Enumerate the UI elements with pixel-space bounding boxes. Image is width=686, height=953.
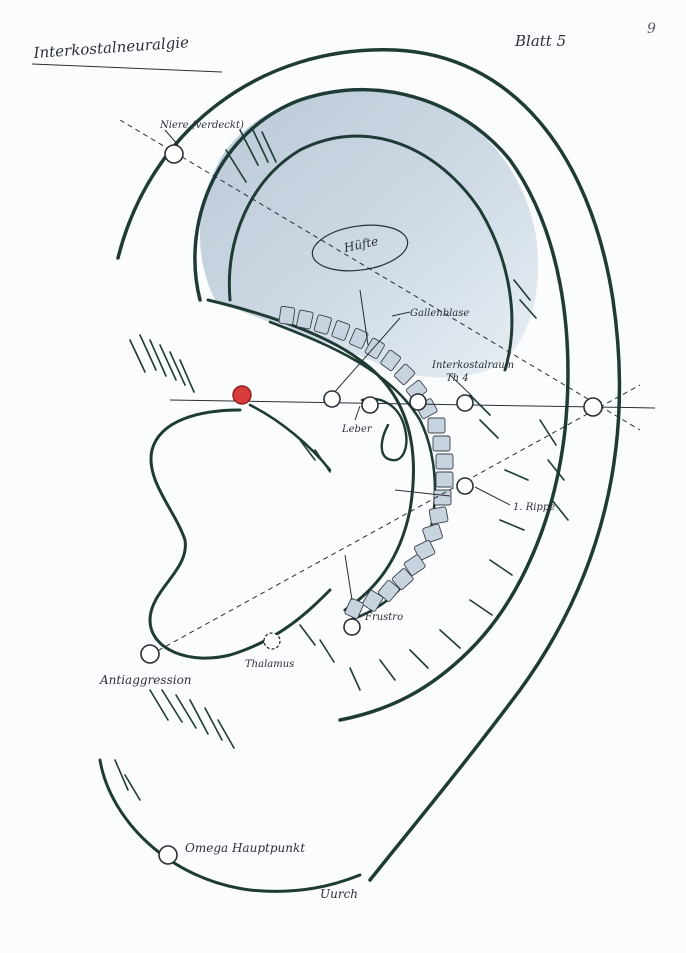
point-horizontal-1[interactable] <box>324 391 340 407</box>
label-gallbladder: Gallenblase <box>410 308 469 319</box>
signature: Uurch <box>320 887 358 901</box>
point-liver[interactable] <box>362 397 378 413</box>
label-first-rib: 1. Rippe <box>513 502 555 513</box>
point-first-rib[interactable] <box>457 478 473 494</box>
point-kidney[interactable] <box>165 145 183 163</box>
sheet-label: Blatt 5 <box>514 32 566 50</box>
label-thalamus: Thalamus <box>245 659 294 670</box>
point-intercostal[interactable] <box>457 395 473 411</box>
point-active-red[interactable] <box>233 386 251 404</box>
label-frustro: Frustro <box>364 612 403 623</box>
label-antiaggression: Antiaggression <box>99 673 192 687</box>
label-kidney: Niere (verdeckt) <box>159 120 244 131</box>
point-antiaggression[interactable] <box>141 645 159 663</box>
point-frustro[interactable] <box>344 619 360 635</box>
label-intercostal-line1: Interkostalraum <box>431 360 514 371</box>
point-omega[interactable] <box>159 846 177 864</box>
page-number: 9 <box>647 21 656 37</box>
label-intercostal-line2: Th 4 <box>446 373 469 384</box>
label-omega: Omega Hauptpunkt <box>185 841 305 855</box>
label-liver: Leber <box>341 424 373 435</box>
point-right-edge[interactable] <box>584 398 602 416</box>
point-thalamus[interactable] <box>264 633 280 649</box>
point-horizontal-2[interactable] <box>410 394 426 410</box>
